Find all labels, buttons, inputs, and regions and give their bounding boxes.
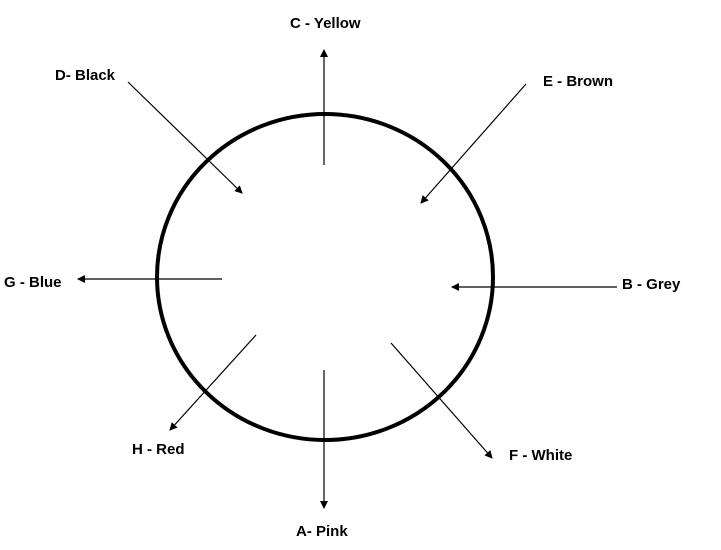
arrow-f <box>390 342 493 459</box>
arrow-h <box>169 334 257 431</box>
arrow-d <box>127 81 243 194</box>
label-e-brown: E - Brown <box>543 73 613 90</box>
label-h-red: H - Red <box>132 441 185 458</box>
label-a-pink: A- Pink <box>296 523 348 540</box>
arrow-e <box>420 83 527 204</box>
label-b-grey: B - Grey <box>622 276 681 293</box>
central-circle <box>155 112 495 442</box>
label-d-black: D- Black <box>55 67 116 84</box>
label-f-white: F - White <box>509 447 573 464</box>
label-g-blue: G - Blue <box>4 274 62 291</box>
label-c-yellow: C - Yellow <box>290 15 361 32</box>
